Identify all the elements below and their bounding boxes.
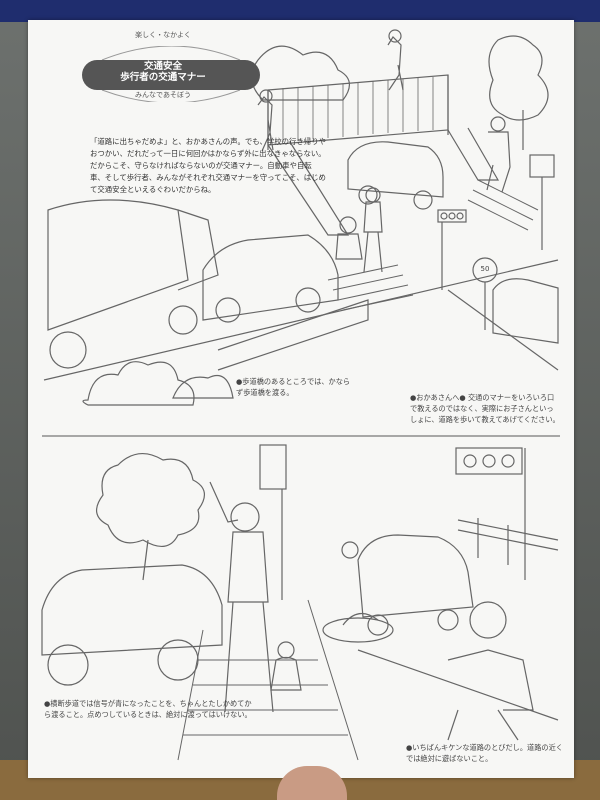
caption-crosswalk: ●横断歩道では信号が青になったことを、ちゃんとたしかめてから渡ること。点めつして…: [44, 699, 252, 719]
intro-paragraph: 「道路に出ちゃだめよ」と、おかあさんの声。でも、学校の行き帰りやおつかい、だれだ…: [90, 137, 326, 194]
line-art: [41, 29, 560, 761]
caption-note-to-mother: ●おかあさんへ● 交通のマナーをいろいろ口で教えるのではなく、実際にお子さんとい…: [410, 393, 560, 424]
title-badge: [82, 46, 260, 102]
bottom-scene: [41, 444, 559, 761]
top-scene: [43, 29, 559, 406]
holding-hand: [277, 766, 347, 800]
title-arc-top: 楽しく・なかよく: [135, 31, 191, 39]
coloring-sheet: 楽しく・なかよく 交通安全 歩行者の交通マナー みんなであそぼう 「道路に出ちゃ…: [28, 20, 574, 778]
title-line-2: 歩行者の交通マナー: [120, 72, 206, 83]
display-board-top: [0, 0, 600, 22]
title-arc-bottom: みんなであそぼう: [135, 91, 191, 99]
speed-limit-sign: 50: [480, 265, 490, 273]
title-line-1: 交通安全: [143, 61, 182, 72]
caption-running-out: ●いちばんキケンな道路のとびだし。道路の近くでは絶対に遊ばないこと。: [406, 743, 563, 763]
caption-pedestrian-bridge: ●歩道橋のあるところでは、かならず歩道橋を渡る。: [236, 377, 351, 397]
